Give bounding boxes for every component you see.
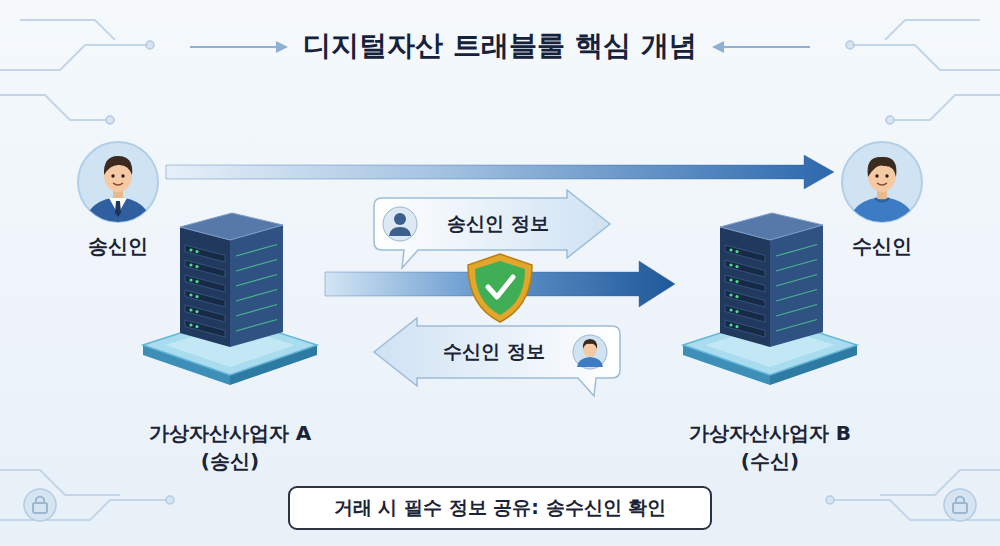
title-arrow-line [190, 46, 276, 48]
circuit-traces [0, 20, 1000, 520]
person-eye [885, 174, 888, 177]
server-node: 가상자산사업자 B (수신) [675, 195, 865, 480]
node-label: 수신인 [834, 230, 930, 262]
info-arrow-bubble [374, 318, 620, 396]
circuit-trace [850, 45, 1000, 70]
circuit-dot [886, 116, 894, 124]
node-label: 수신인 정보 [422, 326, 566, 378]
avatar-circle [78, 142, 158, 222]
flow-arrow [325, 261, 675, 307]
shield-outer [468, 254, 532, 322]
server-node: 가상자산사업자 A (송신) [135, 195, 325, 480]
person-figure [848, 157, 916, 228]
circuit-dot [846, 41, 854, 49]
person-node: 송신인 [70, 138, 166, 263]
node-label: 가상자산사업자 B (수신) [682, 417, 858, 477]
person-eye [111, 174, 114, 177]
person-figure [84, 156, 152, 228]
person-smile [877, 183, 887, 185]
lock-icon [953, 503, 967, 513]
circuit-trace [20, 20, 115, 40]
server-tower [180, 213, 283, 347]
server-tower [720, 213, 823, 347]
lock-icon [956, 497, 964, 504]
person-node: 수신인 [834, 138, 930, 263]
caption-box: 거래 시 필수 정보 공유: 송수신인 확인 [288, 486, 712, 530]
circuit-trace [0, 95, 110, 120]
circuit-trace [880, 470, 1000, 495]
circuit-dot [166, 496, 174, 504]
person-body [84, 197, 152, 228]
circuit-trace [885, 20, 980, 40]
circuit-trace [890, 95, 1000, 120]
person-hair [868, 157, 897, 177]
lock-icon [36, 497, 44, 504]
node-label: 송신인 정보 [430, 198, 566, 250]
lock-badge [24, 489, 56, 521]
circuit-nodes [24, 41, 976, 521]
security-shield [468, 254, 532, 322]
diagram-title: 디지털자산 트래블룰 핵심 개념 [0, 26, 1000, 66]
circuit-trace [0, 470, 120, 495]
check-mark [488, 277, 513, 297]
lock-badge [944, 489, 976, 521]
circuit-trace [0, 45, 150, 70]
node-label: 송신인 [70, 230, 166, 262]
person-eye [875, 174, 878, 177]
circuit-dot [106, 116, 114, 124]
person-body [848, 197, 916, 228]
node-label: 가상자산사업자 A (송신) [142, 417, 318, 477]
lock-icon [33, 503, 47, 513]
info-arrow-node: 송신인 정보 [372, 190, 612, 270]
shirt-neckline [875, 198, 889, 202]
person-hair [104, 156, 132, 175]
info-arrow-bubble [374, 190, 610, 268]
receiver-avatar-icon [573, 335, 607, 369]
person-smile [113, 183, 123, 185]
caption-text: 거래 시 필수 정보 공유: 송수신인 확인 [334, 495, 666, 521]
flow-arrow [166, 155, 834, 189]
title-arrow-head [712, 41, 724, 53]
title-arrow-head [276, 41, 288, 53]
circuit-dot [826, 496, 834, 504]
user-icon [383, 207, 417, 241]
title-arrow-line [724, 46, 810, 48]
person-eye [121, 174, 124, 177]
info-arrow-node: 수신인 정보 [372, 318, 622, 398]
circuit-dot [146, 41, 154, 49]
tie [115, 201, 121, 217]
shield-inner [475, 261, 525, 315]
